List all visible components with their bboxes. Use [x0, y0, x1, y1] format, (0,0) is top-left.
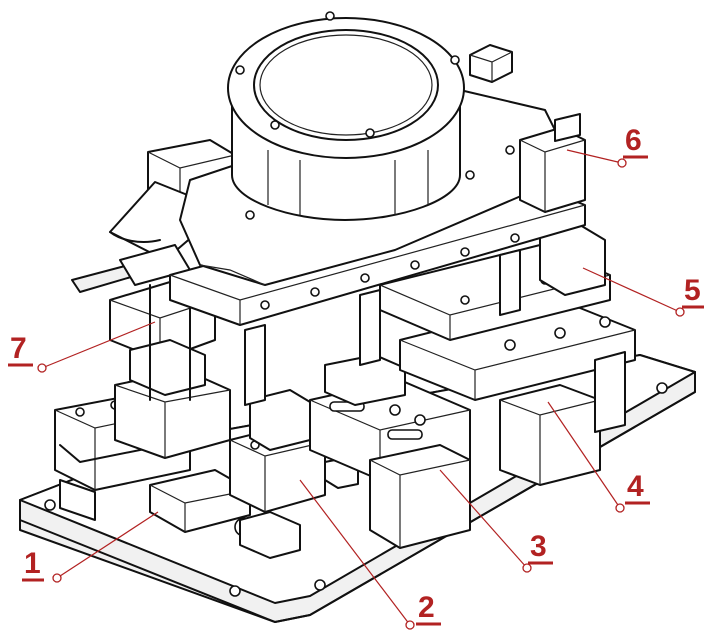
leader-7	[41, 321, 156, 369]
leader-5	[582, 267, 681, 313]
callout-3: 3	[528, 530, 553, 565]
svg-text:5: 5	[684, 274, 701, 307]
callout-7: 7	[8, 332, 33, 367]
callout-leaders	[37, 149, 685, 630]
svg-text:2: 2	[418, 591, 435, 624]
leader-dot-7	[37, 363, 47, 373]
leader-dot-3	[522, 563, 532, 573]
leader-6	[566, 149, 623, 164]
callout-6: 6	[623, 124, 648, 159]
part-4-base-rail	[399, 299, 636, 486]
leader-dot-1	[52, 573, 62, 583]
leader-4	[547, 401, 621, 509]
leader-3	[439, 469, 528, 569]
part-6-top-bracket	[519, 113, 586, 213]
svg-text:6: 6	[625, 124, 642, 157]
callout-2: 2	[416, 591, 441, 626]
leader-1	[56, 511, 159, 579]
callout-4: 4	[625, 470, 650, 505]
leader-2	[299, 479, 411, 626]
callout-1: 1	[22, 547, 44, 582]
svg-text:7: 7	[10, 332, 27, 365]
bolt-head	[469, 44, 513, 83]
svg-text:3: 3	[530, 530, 547, 563]
cylinder-cover	[227, 11, 465, 221]
part-3-support-block	[309, 354, 471, 549]
leader-dot-5	[675, 307, 685, 317]
leader-dot-6	[617, 158, 627, 168]
leader-dot-2	[405, 620, 415, 630]
svg-text:1: 1	[24, 547, 41, 580]
leader-dot-4	[615, 503, 625, 513]
callout-5: 5	[682, 274, 704, 309]
svg-text:4: 4	[627, 470, 644, 503]
